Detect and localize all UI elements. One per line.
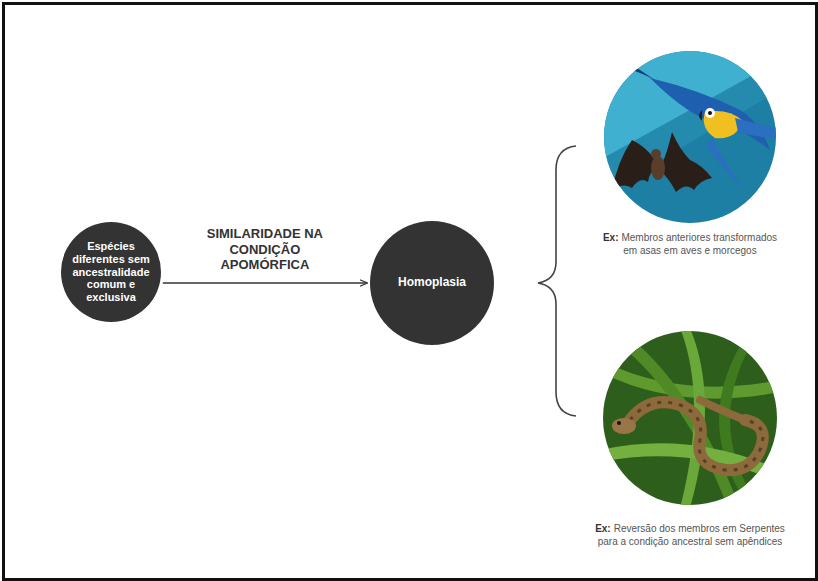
arrow-connector [163,282,367,283]
edge-label: SIMILARIDADE NA CONDIÇÃO APOMÓRFICA [206,226,324,273]
node-text: Homoplasia [382,276,482,290]
photo-caption: Ex:Membros anteriores transformados em a… [595,232,785,257]
caption-text: Membros anteriores transformados em asas… [621,232,777,256]
node-text: Espécies diferentes sem ancestralidade c… [69,240,153,303]
snake-photo [600,328,780,508]
circle-node: Homoplasia [370,221,494,345]
example-tag: Ex: [595,523,611,534]
photo-caption: Ex:Reversão dos membros em Serpentes par… [595,523,785,548]
circle-node: Espécies diferentes sem ancestralidade c… [61,222,161,322]
example-tag: Ex: [603,232,619,243]
caption-text: Reversão dos membros em Serpentes para a… [598,523,785,547]
curly-bracket [538,146,576,416]
bat-macaw-photo [600,48,780,228]
